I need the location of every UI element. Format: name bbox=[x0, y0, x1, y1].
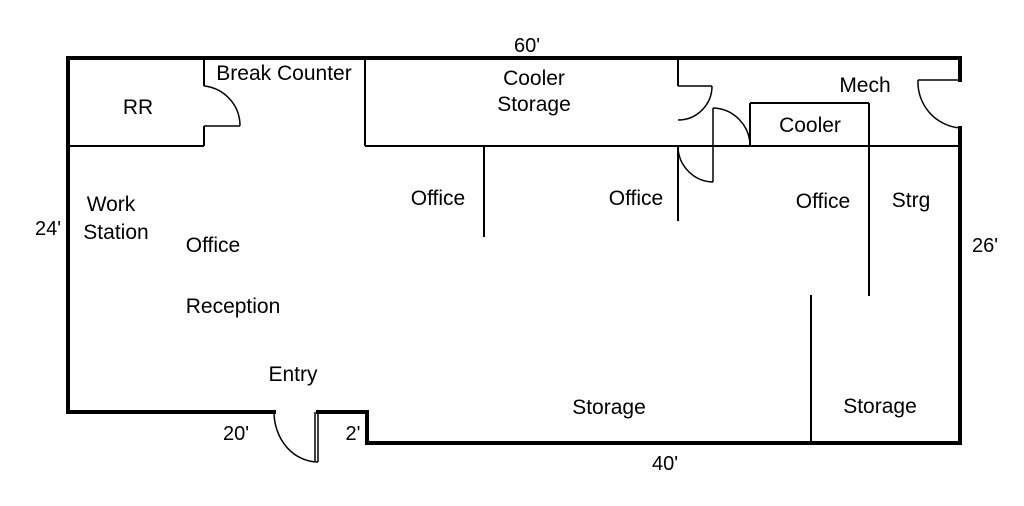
dimension-labels: 60' 24' 26' 20' 2' 40' bbox=[35, 35, 998, 475]
door-office-2 bbox=[677, 145, 714, 183]
dim-bottom-right: 40' bbox=[652, 453, 678, 475]
room-strg: Strg bbox=[892, 189, 931, 212]
room-break-counter: Break Counter bbox=[216, 62, 351, 85]
door-cooler bbox=[712, 107, 751, 147]
dim-step: 2' bbox=[346, 423, 361, 445]
room-storage-main: Storage bbox=[572, 396, 646, 419]
dim-right: 26' bbox=[972, 235, 998, 257]
dim-bottom-left: 20' bbox=[223, 423, 249, 445]
room-cooler-storage-line2: Storage bbox=[497, 93, 571, 116]
interior-walls bbox=[68, 58, 960, 443]
room-office-2: Office bbox=[609, 187, 663, 210]
room-cooler: Cooler bbox=[779, 114, 841, 137]
room-rr: RR bbox=[123, 96, 153, 119]
door-mech bbox=[917, 79, 961, 129]
door-cooler-storage bbox=[677, 85, 713, 121]
door-rr bbox=[203, 85, 241, 127]
room-office-1: Office bbox=[411, 187, 465, 210]
room-entry: Entry bbox=[268, 363, 318, 386]
outer-walls bbox=[66, 56, 962, 445]
room-office-main: Office bbox=[186, 234, 240, 257]
room-storage-right: Storage bbox=[843, 395, 917, 418]
room-mech: Mech bbox=[839, 74, 890, 97]
room-reception: Reception bbox=[186, 295, 281, 318]
doors bbox=[203, 79, 961, 463]
room-cooler-storage-line1: Cooler bbox=[503, 67, 565, 90]
room-office-3: Office bbox=[796, 190, 850, 213]
dim-left: 24' bbox=[35, 218, 61, 240]
room-work-station-line1: Work bbox=[87, 193, 136, 216]
dim-top: 60' bbox=[514, 35, 540, 57]
door-entry bbox=[273, 411, 319, 463]
room-work-station-line2: Station bbox=[83, 221, 148, 244]
room-labels: RR Break Counter Cooler Storage Mech Coo… bbox=[83, 62, 930, 419]
